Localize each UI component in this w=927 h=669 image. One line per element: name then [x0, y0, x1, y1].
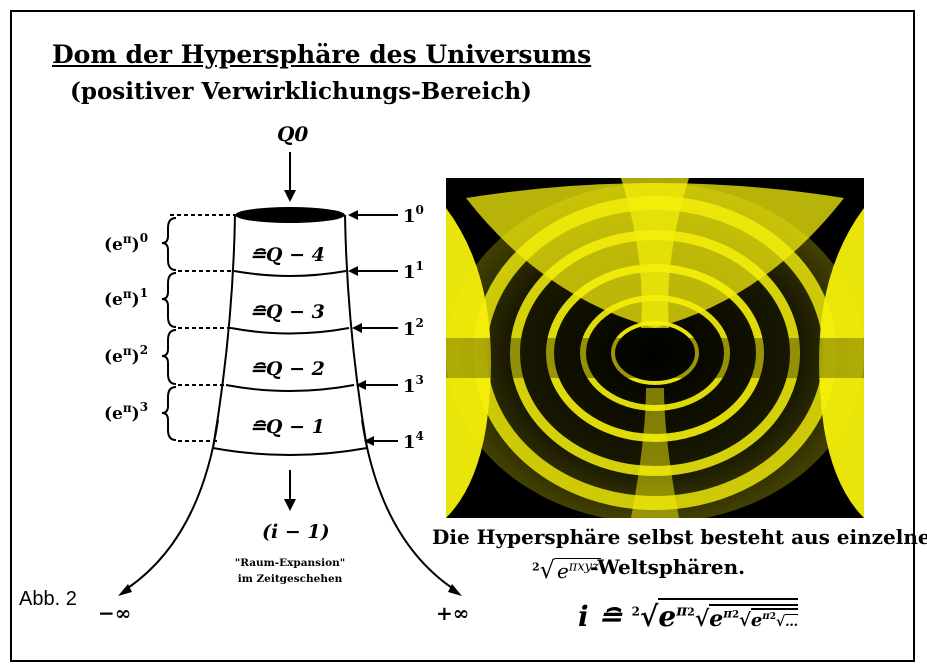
tower-left-edge: [212, 214, 236, 449]
right-arrow-head-3: [356, 380, 366, 390]
right-label-2: 12: [403, 316, 424, 340]
brace-3: [161, 386, 177, 441]
curve-minus-infinity: [124, 419, 219, 591]
right-arrow-head-1: [348, 266, 358, 276]
brace-1: [161, 272, 177, 328]
left-label-2: (eπ)2: [104, 343, 148, 367]
minus-infinity-label: −∞: [98, 601, 131, 625]
right-arrow-head-2: [352, 323, 362, 333]
q0-label: Q0: [277, 122, 308, 146]
page-subtitle: (positiver Verwirklichungs-Bereich): [70, 78, 532, 105]
layer-label-3: ≘Q − 2: [250, 358, 325, 380]
q0-arrow-head: [284, 190, 296, 202]
figure-label: Abb. 2: [19, 588, 77, 610]
plus-infinity-label: +∞: [436, 601, 469, 625]
page-title: Dom der Hypersphäre des Universums: [52, 40, 592, 69]
curve-plus-infinity-head: [448, 584, 462, 596]
layer-divider-3: [225, 384, 355, 392]
layer-divider-1: [233, 270, 347, 277]
final-formula: i ≘ 2√eπ2√eπ2√eπ2√…: [578, 598, 799, 633]
caption-worldspheres: -Weltsphären.: [590, 555, 746, 579]
dome-cap: [235, 207, 345, 223]
curve-plus-infinity: [361, 419, 456, 591]
right-label-4: 14: [403, 429, 424, 453]
layer-label-1: ≘Q − 4: [250, 244, 325, 266]
brace-2: [161, 329, 177, 385]
right-arrow-head-0: [348, 210, 358, 220]
expansion-line-2: im Zeitgeschehen: [238, 573, 343, 585]
layer-label-2: ≘Q − 3: [250, 301, 325, 323]
right-label-3: 13: [403, 373, 424, 397]
caption-exponent: πxyz: [568, 559, 599, 575]
brace-0: [161, 217, 177, 271]
right-arrow-head-4: [364, 436, 374, 446]
bottom-arrow-head: [284, 499, 296, 511]
caption-root-formula: 2√eπxyz: [532, 556, 601, 584]
curve-minus-infinity-head: [118, 584, 132, 596]
left-label-1: (eπ)1: [104, 286, 148, 310]
bottom-label: (i − 1): [262, 521, 330, 543]
expansion-line-1: "Raum-Expansion": [235, 557, 345, 569]
hypersphere-image: [446, 178, 864, 518]
layer-label-4: ≘Q − 1: [250, 416, 325, 438]
hypersphere-caption: Die Hypersphäre selbst besteht aus einze…: [432, 525, 927, 549]
layer-divider-4: [212, 447, 368, 456]
tower-right-edge: [344, 214, 368, 449]
left-label-3: (eπ)3: [104, 400, 148, 424]
right-label-0: 10: [403, 203, 424, 227]
layer-divider-2: [230, 327, 350, 335]
left-label-0: (eπ)0: [104, 231, 148, 255]
right-label-1: 11: [403, 259, 424, 283]
